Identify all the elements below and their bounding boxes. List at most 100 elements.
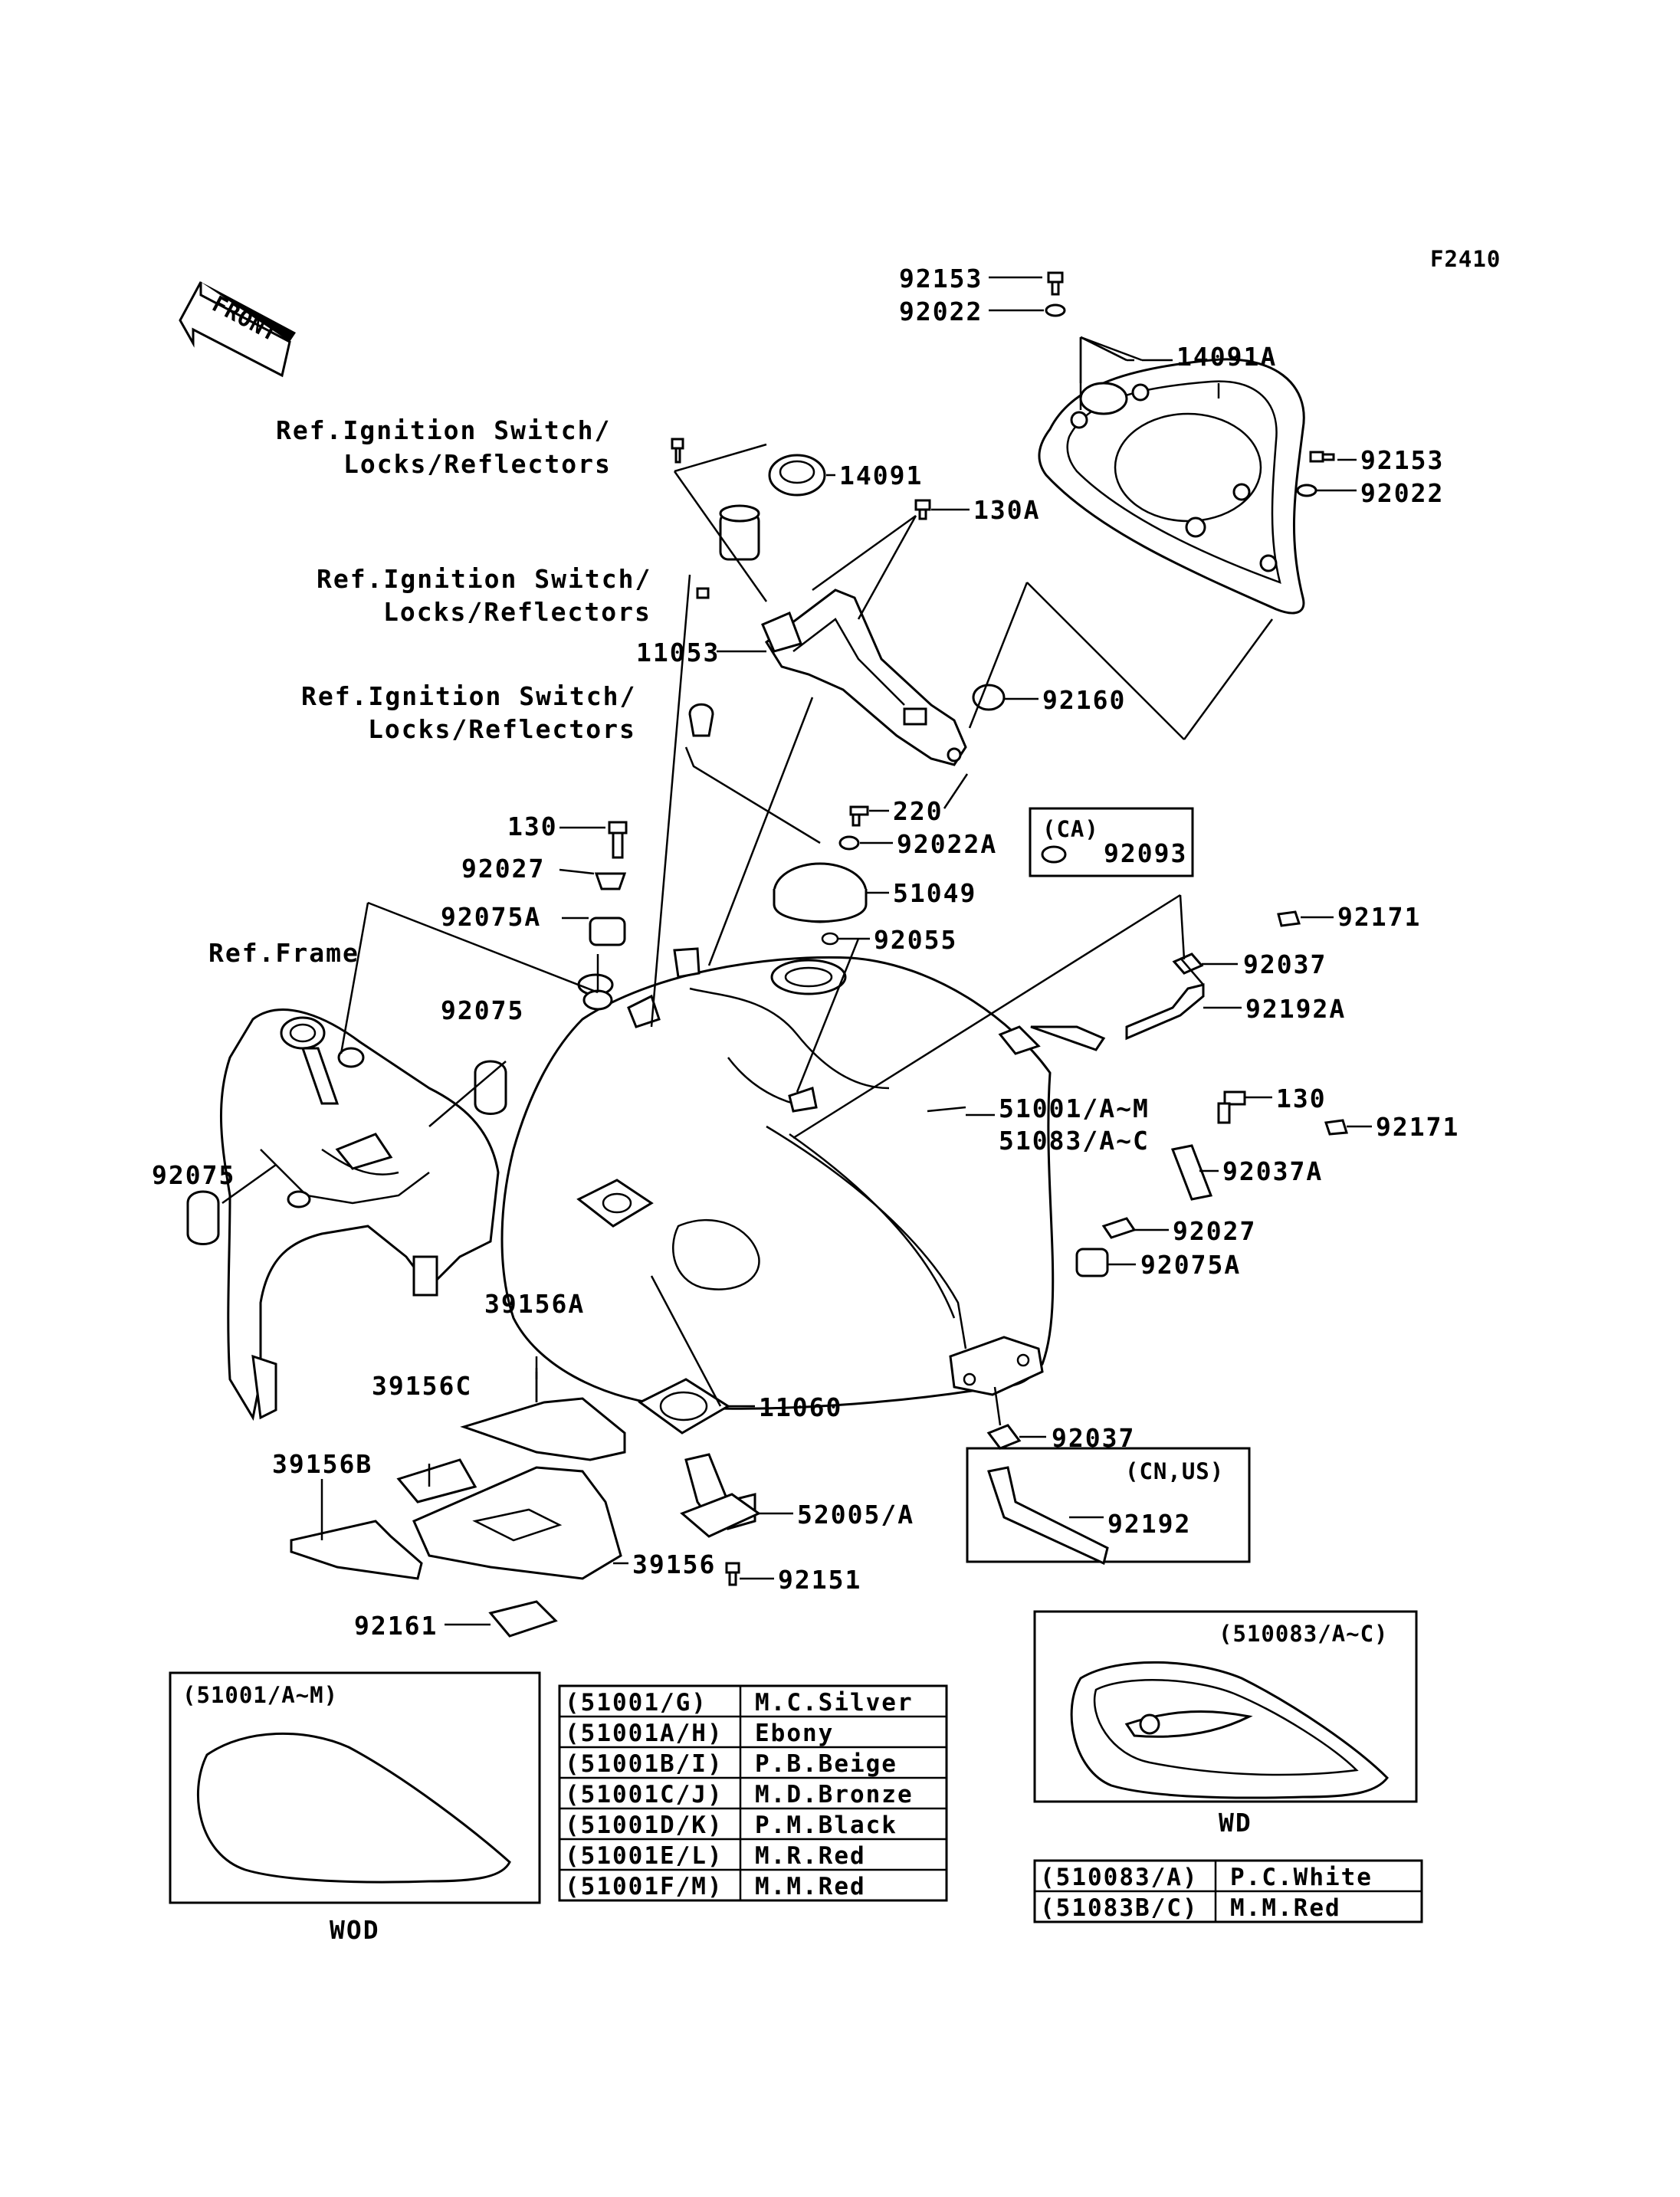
ref-label-3-line1: Ref.Ignition Switch/ bbox=[301, 681, 636, 711]
callout-220: 220 bbox=[893, 796, 943, 826]
wod-caption: WOD bbox=[330, 1915, 380, 1945]
ref-label-3-line2: Locks/Reflectors bbox=[368, 714, 636, 744]
ref-label-2-line2: Locks/Reflectors bbox=[383, 597, 651, 627]
callout-92075A-left: 92075A bbox=[441, 902, 541, 932]
table-cell-color: M.M.Red bbox=[1230, 1894, 1341, 1922]
callout-92037A: 92037A bbox=[1222, 1156, 1323, 1186]
callout-92075-a: 92075 bbox=[441, 995, 524, 1025]
callout-51083: 51083/A~C bbox=[999, 1126, 1150, 1156]
callout-92171-b: 92171 bbox=[1376, 1112, 1459, 1142]
table-cell-code: (51001A/H) bbox=[565, 1720, 724, 1747]
leader-lines bbox=[221, 276, 1372, 1626]
table-cell-color: P.M.Black bbox=[755, 1812, 897, 1839]
callout-92027-left: 92027 bbox=[461, 854, 545, 884]
cn-us-box bbox=[966, 1447, 1251, 1563]
callout-51001: 51001/A~M bbox=[999, 1094, 1150, 1123]
callout-11060: 11060 bbox=[759, 1392, 842, 1422]
ref-label-2-line1: Ref.Ignition Switch/ bbox=[317, 564, 651, 594]
wd-inset-box bbox=[1033, 1610, 1418, 1803]
wd-tank-outline bbox=[1070, 1661, 1389, 1799]
callout-130A: 130A bbox=[973, 495, 1040, 525]
table-cell-code: (51001B/I) bbox=[565, 1750, 724, 1778]
table-cell-color: P.B.Beige bbox=[755, 1750, 897, 1778]
o-ring-92055 bbox=[821, 932, 839, 946]
front-arrow-icon: FRONT bbox=[179, 281, 296, 378]
table-cell-color: P.C.White bbox=[1230, 1864, 1373, 1891]
hose-92192-icon bbox=[987, 1466, 1109, 1566]
table-cell-code: (51083B/C) bbox=[1040, 1894, 1199, 1922]
table-cell-code: (51001E/L) bbox=[565, 1842, 724, 1870]
table-cell-code: (51001F/M) bbox=[565, 1873, 724, 1900]
wod-tank-outline bbox=[197, 1732, 511, 1884]
callout-39156B: 39156B bbox=[272, 1449, 372, 1479]
grommet-92160 bbox=[972, 684, 1006, 711]
callout-92160: 92160 bbox=[1042, 685, 1126, 715]
callout-52005: 52005/A bbox=[797, 1500, 914, 1530]
callout-92037-a: 92037 bbox=[1243, 949, 1327, 979]
color-table-wd: (510083/A) P.C.White (51083B/C) M.M.Red bbox=[1033, 1859, 1423, 1923]
ca-box bbox=[1029, 807, 1194, 877]
wd-caption: WD bbox=[1219, 1808, 1252, 1838]
callout-92022-top: 92022 bbox=[899, 297, 983, 326]
table-cell-color: Ebony bbox=[755, 1720, 834, 1747]
bolt-130A-icon bbox=[914, 499, 931, 520]
callout-92093: 92093 bbox=[1104, 838, 1187, 868]
bolt-icon bbox=[1045, 271, 1335, 497]
mount-parts-left bbox=[186, 821, 628, 1245]
callout-labels: 92153 92022 14091A 92153 92022 14091 130… bbox=[152, 264, 1459, 1641]
callout-92022A: 92022A bbox=[897, 829, 997, 859]
callout-39156C: 39156C bbox=[372, 1371, 472, 1401]
callout-130-right: 130 bbox=[1276, 1084, 1327, 1113]
ca-label: (CA) bbox=[1042, 816, 1099, 842]
wd-inset-title: (510083/A~C) bbox=[1219, 1621, 1389, 1647]
fuel-tank-part bbox=[500, 947, 1055, 1410]
callout-92192: 92192 bbox=[1107, 1509, 1191, 1539]
callout-92027-right: 92027 bbox=[1173, 1216, 1256, 1246]
callout-92022-right: 92022 bbox=[1360, 478, 1444, 508]
callout-92171-a: 92171 bbox=[1337, 902, 1421, 932]
callout-92192A: 92192A bbox=[1245, 994, 1346, 1024]
table-cell-code: (51001C/J) bbox=[565, 1781, 724, 1808]
reference-labels: Ref.Ignition Switch/ Locks/Reflectors Re… bbox=[208, 415, 651, 968]
callout-130-left: 130 bbox=[507, 812, 558, 841]
table-cell-color: M.M.Red bbox=[755, 1873, 866, 1900]
bolt-220-icon bbox=[849, 805, 869, 827]
callout-92161: 92161 bbox=[354, 1611, 438, 1641]
callout-39156: 39156 bbox=[632, 1549, 716, 1579]
callout-14091: 14091 bbox=[839, 461, 923, 490]
wod-inset-box bbox=[169, 1671, 541, 1904]
table-cell-code: (51001/G) bbox=[565, 1689, 707, 1717]
bracket-part bbox=[761, 589, 967, 766]
tank-cover-part bbox=[1038, 358, 1305, 615]
ref-label-1-line1: Ref.Ignition Switch/ bbox=[276, 415, 611, 445]
callout-14091A: 14091A bbox=[1176, 342, 1277, 372]
callout-92075-b: 92075 bbox=[152, 1160, 235, 1190]
table-cell-color: M.D.Bronze bbox=[755, 1781, 914, 1808]
table-cell-code: (51001D/K) bbox=[565, 1812, 724, 1839]
hose-parts-right bbox=[986, 910, 1348, 1450]
pads-part bbox=[290, 1397, 626, 1638]
callout-92055: 92055 bbox=[874, 925, 957, 955]
callout-92153-right: 92153 bbox=[1360, 445, 1444, 475]
callout-92151: 92151 bbox=[778, 1565, 861, 1595]
callout-92037-b: 92037 bbox=[1052, 1423, 1135, 1453]
cn-us-label: (CN,US) bbox=[1125, 1458, 1224, 1484]
frame-part bbox=[219, 1008, 500, 1421]
callout-92153-top: 92153 bbox=[899, 264, 983, 293]
table-cell-color: M.C.Silver bbox=[755, 1689, 914, 1717]
ref-frame-label: Ref.Frame bbox=[208, 938, 359, 968]
figure-code: F2410 bbox=[1430, 246, 1501, 272]
callout-39156A: 39156A bbox=[484, 1289, 585, 1319]
washer-92022A bbox=[838, 835, 860, 851]
table-cell-color: M.R.Red bbox=[755, 1842, 866, 1870]
fuel-pump-part bbox=[680, 1453, 761, 1586]
table-cell-code: (510083/A) bbox=[1040, 1864, 1199, 1891]
ignition-switch-part bbox=[671, 438, 826, 737]
callout-11053: 11053 bbox=[636, 638, 720, 667]
nut-92093-icon bbox=[1041, 845, 1067, 864]
fuel-cap-part bbox=[773, 862, 868, 923]
callout-92075A-right: 92075A bbox=[1140, 1250, 1241, 1280]
callout-51049: 51049 bbox=[893, 878, 976, 908]
wod-inset-title: (51001/A~M) bbox=[182, 1682, 338, 1708]
